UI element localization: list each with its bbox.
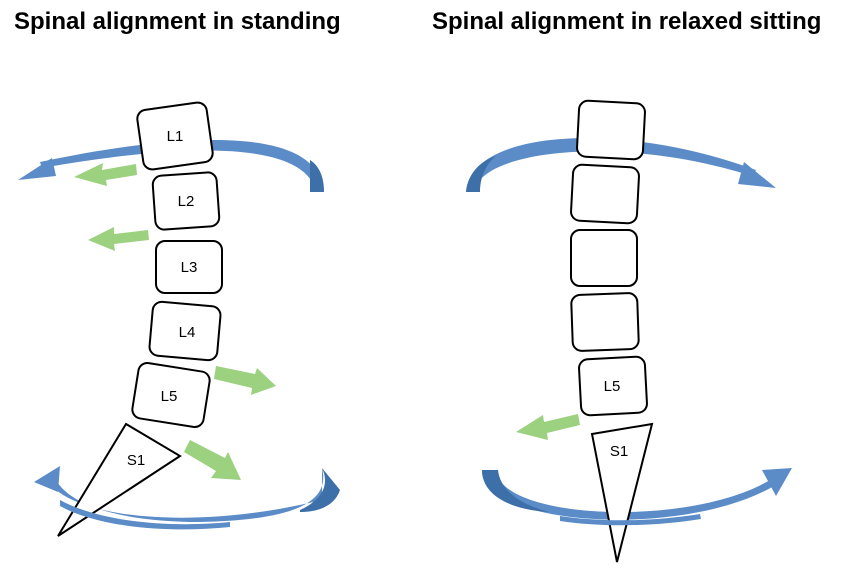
standing-top-rotation-arrow (18, 139, 324, 192)
standing-force-arrow-l4 (214, 366, 276, 395)
vertebra-l2: L2 (151, 171, 221, 231)
sacrum-s1-sitting: S1 (590, 422, 654, 563)
sitting-bottom-rotation-arrow (481, 468, 792, 520)
vertebra-label: L1 (167, 128, 184, 145)
sitting-title: Spinal alignment in relaxed sitting (432, 8, 822, 35)
vertebra-l5: L5 (131, 362, 211, 428)
sitting-force-arrow-l5 (516, 414, 580, 440)
vertebra-1-sitting (576, 99, 646, 161)
vertebra-label: L2 (178, 193, 195, 210)
sacrum-label: S1 (610, 443, 628, 460)
sitting-top-rotation-arrow (466, 138, 776, 192)
vertebra-label: L5 (604, 378, 621, 395)
standing-bottom-rotation-arrow (34, 466, 340, 522)
standing-force-arrow-l5 (184, 440, 241, 480)
vertebra-3-sitting (570, 229, 638, 287)
vertebra-l3: L3 (155, 240, 223, 294)
vertebra-l5-sitting: L5 (578, 355, 648, 417)
vertebra-label: L4 (179, 324, 196, 341)
standing-force-arrow-l1 (74, 163, 137, 186)
vertebra-l4: L4 (148, 300, 222, 362)
vertebra-label: L3 (181, 259, 198, 276)
vertebra-label: L5 (161, 388, 178, 405)
standing-title: Spinal alignment in standing (14, 8, 341, 35)
sacrum-s1-standing: S1 (57, 422, 182, 537)
sacrum-label: S1 (127, 452, 145, 469)
vertebra-2-sitting (570, 163, 640, 225)
vertebra-4-sitting (570, 292, 640, 352)
standing-force-arrow-l2 (88, 227, 149, 251)
vertebra-l1: L1 (136, 101, 214, 171)
